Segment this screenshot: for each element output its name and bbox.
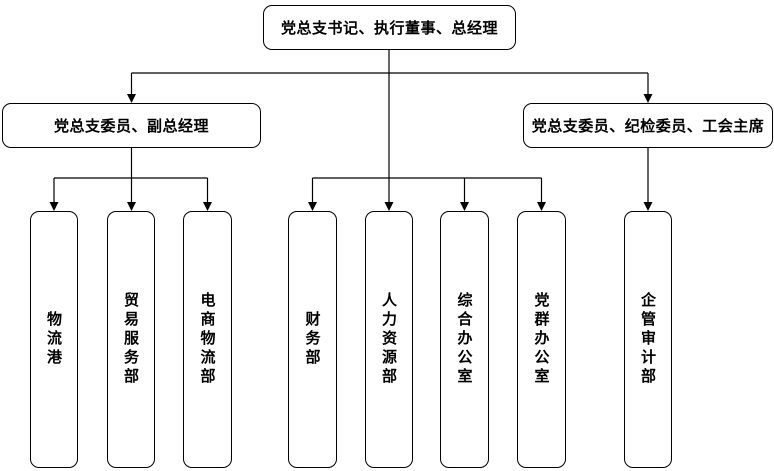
node-discipline-union-chair-label: 党总支委员、纪检委员、工会主席 (531, 116, 765, 135)
dept-general-office-label: 综合办公室 (455, 292, 474, 387)
node-discipline-union-chair: 党总支委员、纪检委员、工会主席 (523, 103, 773, 148)
dept-finance: 财务部 (288, 211, 337, 468)
node-deputy-general-manager: 党总支委员、副总经理 (2, 103, 261, 148)
dept-trade-service: 贸易服务部 (107, 211, 155, 468)
dept-human-resources-label: 人力资源部 (380, 292, 398, 387)
dept-enterprise-audit-label: 企管审计部 (639, 292, 657, 387)
node-root-label: 党总支书记、执行董事、总经理 (280, 18, 498, 37)
dept-human-resources: 人力资源部 (365, 211, 413, 468)
dept-party-mass-office-label: 党群办公室 (532, 292, 551, 387)
dept-logistics-port: 物流港 (30, 211, 78, 468)
dept-general-office: 综合办公室 (440, 211, 489, 468)
dept-enterprise-audit: 企管审计部 (624, 211, 672, 468)
node-deputy-general-manager-label: 党总支委员、副总经理 (53, 116, 209, 135)
dept-party-mass-office: 党群办公室 (517, 211, 566, 468)
dept-trade-service-label: 贸易服务部 (122, 292, 140, 387)
dept-ecommerce-logistics-label: 电商物流部 (198, 292, 217, 387)
dept-ecommerce-logistics: 电商物流部 (183, 211, 232, 468)
node-root: 党总支书记、执行董事、总经理 (263, 5, 516, 50)
dept-logistics-port-label: 物流港 (45, 311, 63, 368)
connector-segments (53, 50, 649, 203)
arrowhead-icons (49, 94, 653, 211)
dept-finance-label: 财务部 (303, 311, 322, 368)
